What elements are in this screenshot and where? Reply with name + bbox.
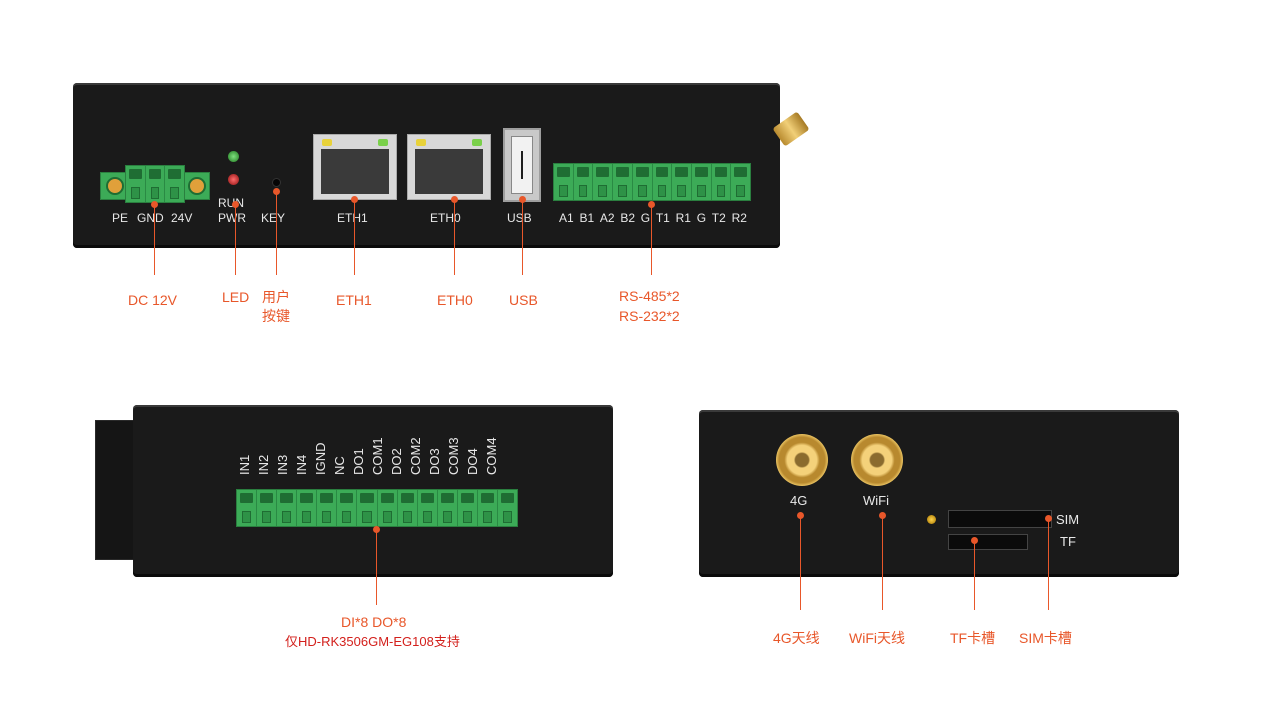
callout-dot — [797, 512, 804, 519]
sim-card-slot[interactable] — [948, 510, 1052, 528]
pin-label: G — [696, 211, 707, 225]
4g-callout: 4G天线 — [773, 630, 820, 646]
pin-label: COM2 — [408, 437, 423, 475]
pin-label: IGND — [313, 442, 328, 476]
pin-label: NC — [332, 456, 347, 475]
callout-line — [974, 541, 975, 610]
serial-callout-line2: RS-232*2 — [619, 308, 680, 324]
callout-line — [882, 516, 883, 610]
pin-label: IN1 — [237, 454, 252, 475]
callout-dot — [879, 512, 886, 519]
pin-label: IN4 — [294, 454, 309, 475]
pe-label: PE — [112, 211, 129, 225]
led-callout: LED — [222, 289, 250, 305]
callout-line — [454, 200, 455, 275]
io-callout: DI*8 DO*8 — [341, 614, 407, 630]
device-side-panel — [699, 410, 1179, 577]
status-led-icon — [927, 515, 936, 524]
run-led-icon — [228, 151, 239, 162]
callout-dot — [273, 188, 280, 195]
callout-line — [354, 200, 355, 275]
callout-dot — [519, 196, 526, 203]
pin-label: R1 — [675, 211, 691, 225]
callout-dot — [648, 201, 655, 208]
callout-line — [800, 516, 801, 610]
callout-line — [651, 205, 652, 275]
usb-label: USB — [507, 211, 532, 225]
pin-label: T2 — [711, 211, 726, 225]
pin-label: R2 — [731, 211, 747, 225]
din-rail-clip — [95, 420, 139, 560]
callout-line — [276, 192, 277, 275]
callout-dot — [351, 196, 358, 203]
serial-pin-labels: A1 B1 A2 B2 G T1 R1 G T2 R2 — [559, 211, 747, 225]
eth0-callout: ETH0 — [437, 292, 473, 308]
pin-label: B2 — [620, 211, 635, 225]
pin-label: A1 — [559, 211, 574, 225]
pin-label: T1 — [655, 211, 670, 225]
pin-label: DO4 — [465, 448, 480, 475]
callout-line — [522, 200, 523, 275]
pin-label: COM4 — [484, 437, 499, 475]
eth1-port[interactable] — [313, 134, 397, 200]
serial-callout-line1: RS-485*2 — [619, 288, 680, 304]
callout-dot — [232, 201, 239, 208]
callout-dot — [971, 537, 978, 544]
user-key-button[interactable] — [272, 178, 281, 187]
gnd-label: GND — [137, 211, 164, 225]
dc-power-terminal — [125, 165, 185, 203]
pin-label: COM3 — [446, 437, 461, 475]
mount-hole-icon — [188, 177, 206, 195]
eth0-label: ETH0 — [430, 211, 461, 225]
dc-callout: DC 12V — [128, 292, 178, 308]
key-label: KEY — [261, 211, 286, 225]
wifi-antenna-connector[interactable] — [851, 434, 903, 486]
pin-label: COM1 — [370, 437, 385, 475]
callout-line — [376, 530, 377, 605]
pin-label: DO2 — [389, 448, 404, 475]
pin-label: IN2 — [256, 454, 271, 475]
io-pin-labels: IN1 IN2 IN3 IN4 IGND NC DO1 COM1 DO2 COM… — [236, 420, 516, 490]
pin-label: DO3 — [427, 448, 442, 475]
24v-label: 24V — [171, 211, 193, 225]
pwr-label: PWR — [218, 211, 246, 225]
tf-card-slot[interactable] — [948, 534, 1028, 550]
eth0-port[interactable] — [407, 134, 491, 200]
callout-line — [1048, 519, 1049, 610]
callout-line — [154, 205, 155, 275]
callout-dot — [151, 201, 158, 208]
wifi-label: WiFi — [863, 493, 889, 508]
key-callout-line1: 用户 — [262, 289, 290, 305]
pin-label: B1 — [579, 211, 595, 225]
callout-dot — [373, 526, 380, 533]
run-label: RUN — [218, 196, 244, 210]
eth1-callout: ETH1 — [336, 292, 372, 308]
usb-port[interactable] — [503, 128, 541, 202]
callout-line — [235, 205, 236, 275]
pin-label: IN3 — [275, 454, 290, 475]
sim-callout: SIM卡槽 — [1019, 630, 1072, 646]
eth1-label: ETH1 — [337, 211, 368, 225]
io-terminal-block — [236, 489, 518, 527]
tf-callout: TF卡槽 — [950, 630, 996, 646]
callout-dot — [1045, 515, 1052, 522]
4g-antenna-connector[interactable] — [776, 434, 828, 486]
wifi-callout: WiFi天线 — [849, 630, 905, 646]
pin-label: A2 — [599, 211, 615, 225]
pwr-led-icon — [228, 174, 239, 185]
io-support-note: 仅HD-RK3506GM-EG108支持 — [285, 634, 460, 649]
callout-dot — [451, 196, 458, 203]
sim-label: SIM — [1056, 512, 1080, 527]
pin-label: DO1 — [351, 448, 366, 475]
usb-callout: USB — [509, 292, 538, 308]
key-callout-line2: 按键 — [262, 308, 290, 324]
mount-hole-icon — [106, 177, 124, 195]
4g-label: 4G — [790, 493, 808, 508]
pin-label: G — [640, 211, 651, 225]
serial-terminal-block — [553, 163, 751, 201]
tf-label: TF — [1060, 534, 1076, 549]
